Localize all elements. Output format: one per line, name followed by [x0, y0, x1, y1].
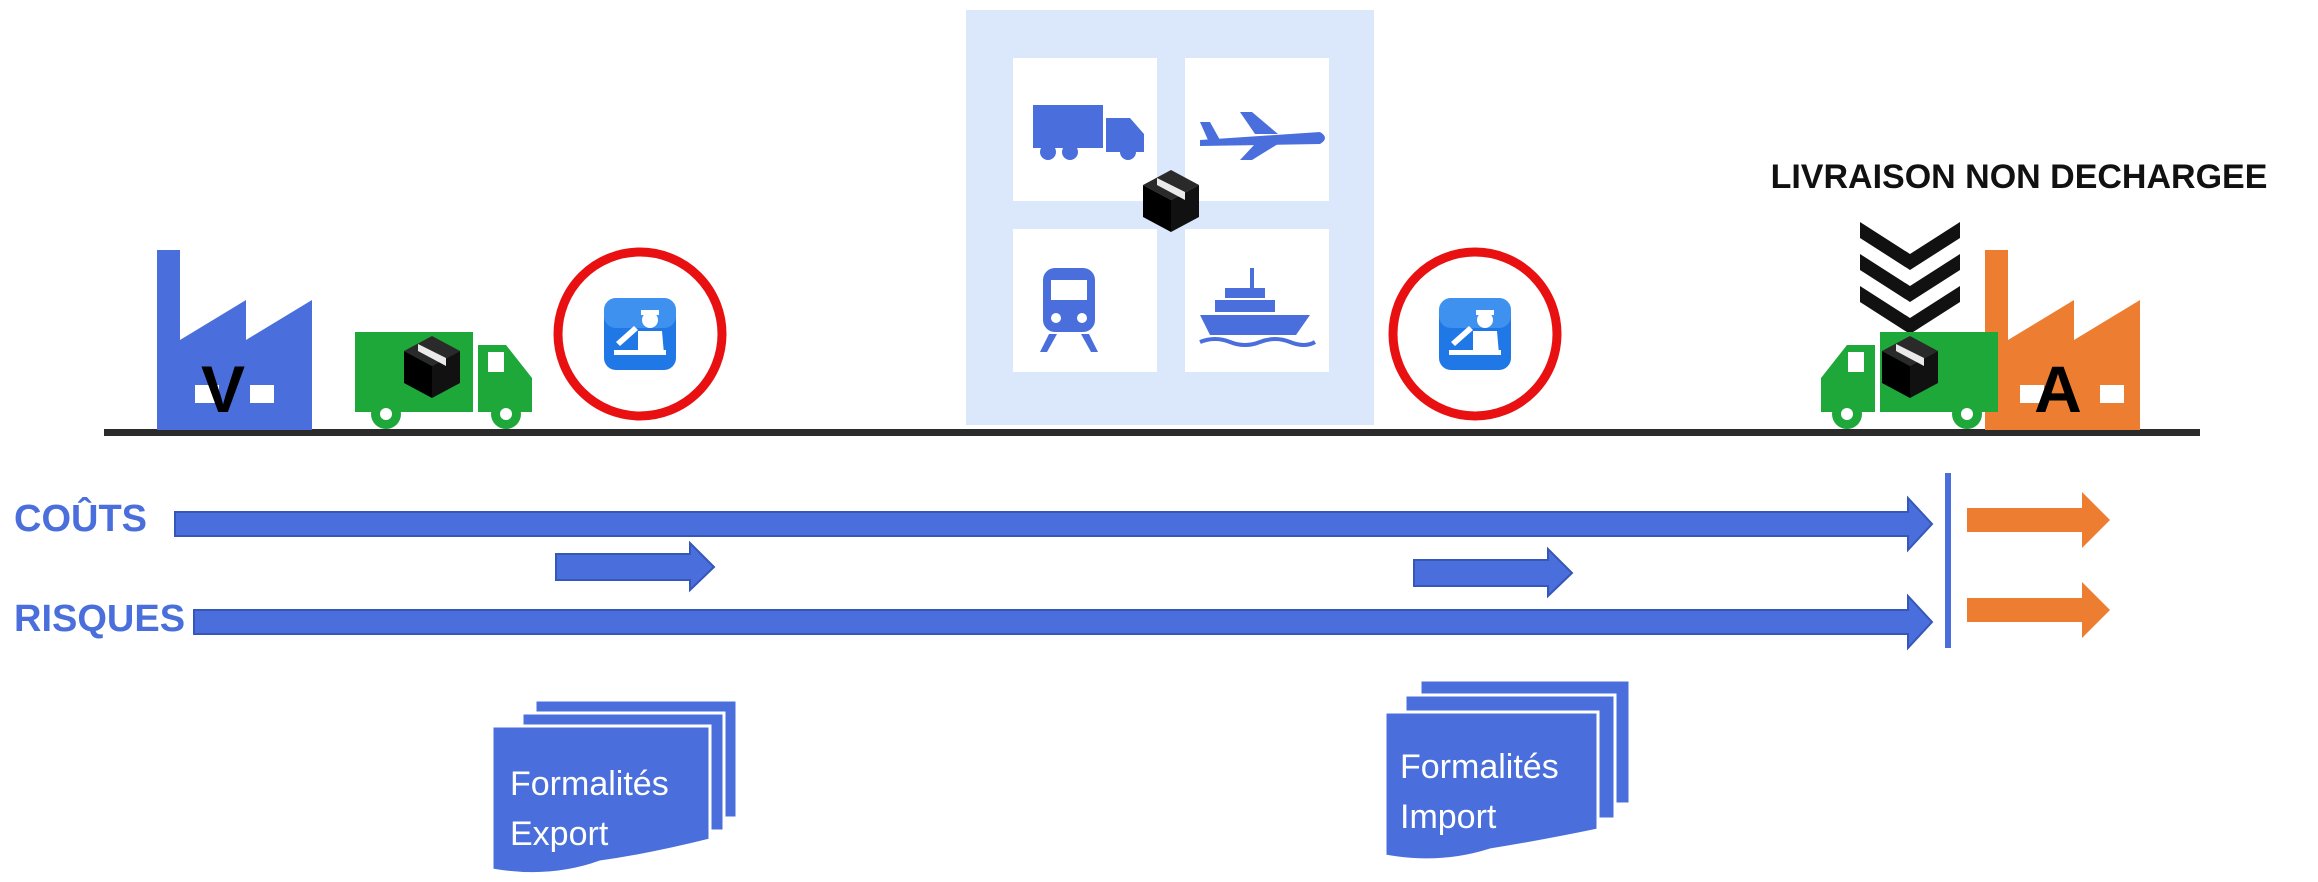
- export-doc-line1: Formalités: [510, 765, 669, 803]
- risks-arrow: [193, 593, 1934, 651]
- export-documents-icon: [490, 698, 739, 876]
- import-formalities-arrow: [1413, 546, 1574, 599]
- costs-label: COÛTS: [14, 495, 147, 540]
- import-doc-line1: Formalités: [1400, 748, 1559, 786]
- import-documents-icon: [1383, 678, 1632, 862]
- transfer-point-line: [1945, 473, 1951, 648]
- buyer-costs-arrow: [1967, 492, 2110, 548]
- transport-modes-panel: [966, 10, 1374, 425]
- customs-officer-icon: [1439, 298, 1511, 370]
- chevron-down-icon: [1860, 222, 1960, 334]
- buyer-letter: A: [2034, 352, 2082, 426]
- customs-officer-icon: [604, 298, 676, 370]
- buyer-risks-arrow: [1967, 582, 2110, 638]
- seller-letter: V: [201, 352, 245, 426]
- ship-icon: [1199, 268, 1317, 347]
- truck-icon: [1033, 105, 1144, 160]
- export-formalities-arrow: [555, 540, 716, 593]
- risks-label: RISQUES: [14, 598, 185, 640]
- import-customs: [1388, 247, 1562, 421]
- buyer-factory-icon: [1985, 250, 2140, 430]
- costs-arrow: [174, 495, 1934, 553]
- delivery-title: LIVRAISON NON DECHARGEE: [1771, 158, 2268, 196]
- import-doc-line2: Import: [1400, 798, 1497, 836]
- export-customs: [553, 247, 727, 421]
- train-icon: [1040, 268, 1098, 352]
- seller-factory-icon: [157, 250, 312, 430]
- ground-line: [104, 429, 2200, 436]
- airplane-icon: [1200, 112, 1325, 160]
- export-doc-line2: Export: [510, 815, 609, 853]
